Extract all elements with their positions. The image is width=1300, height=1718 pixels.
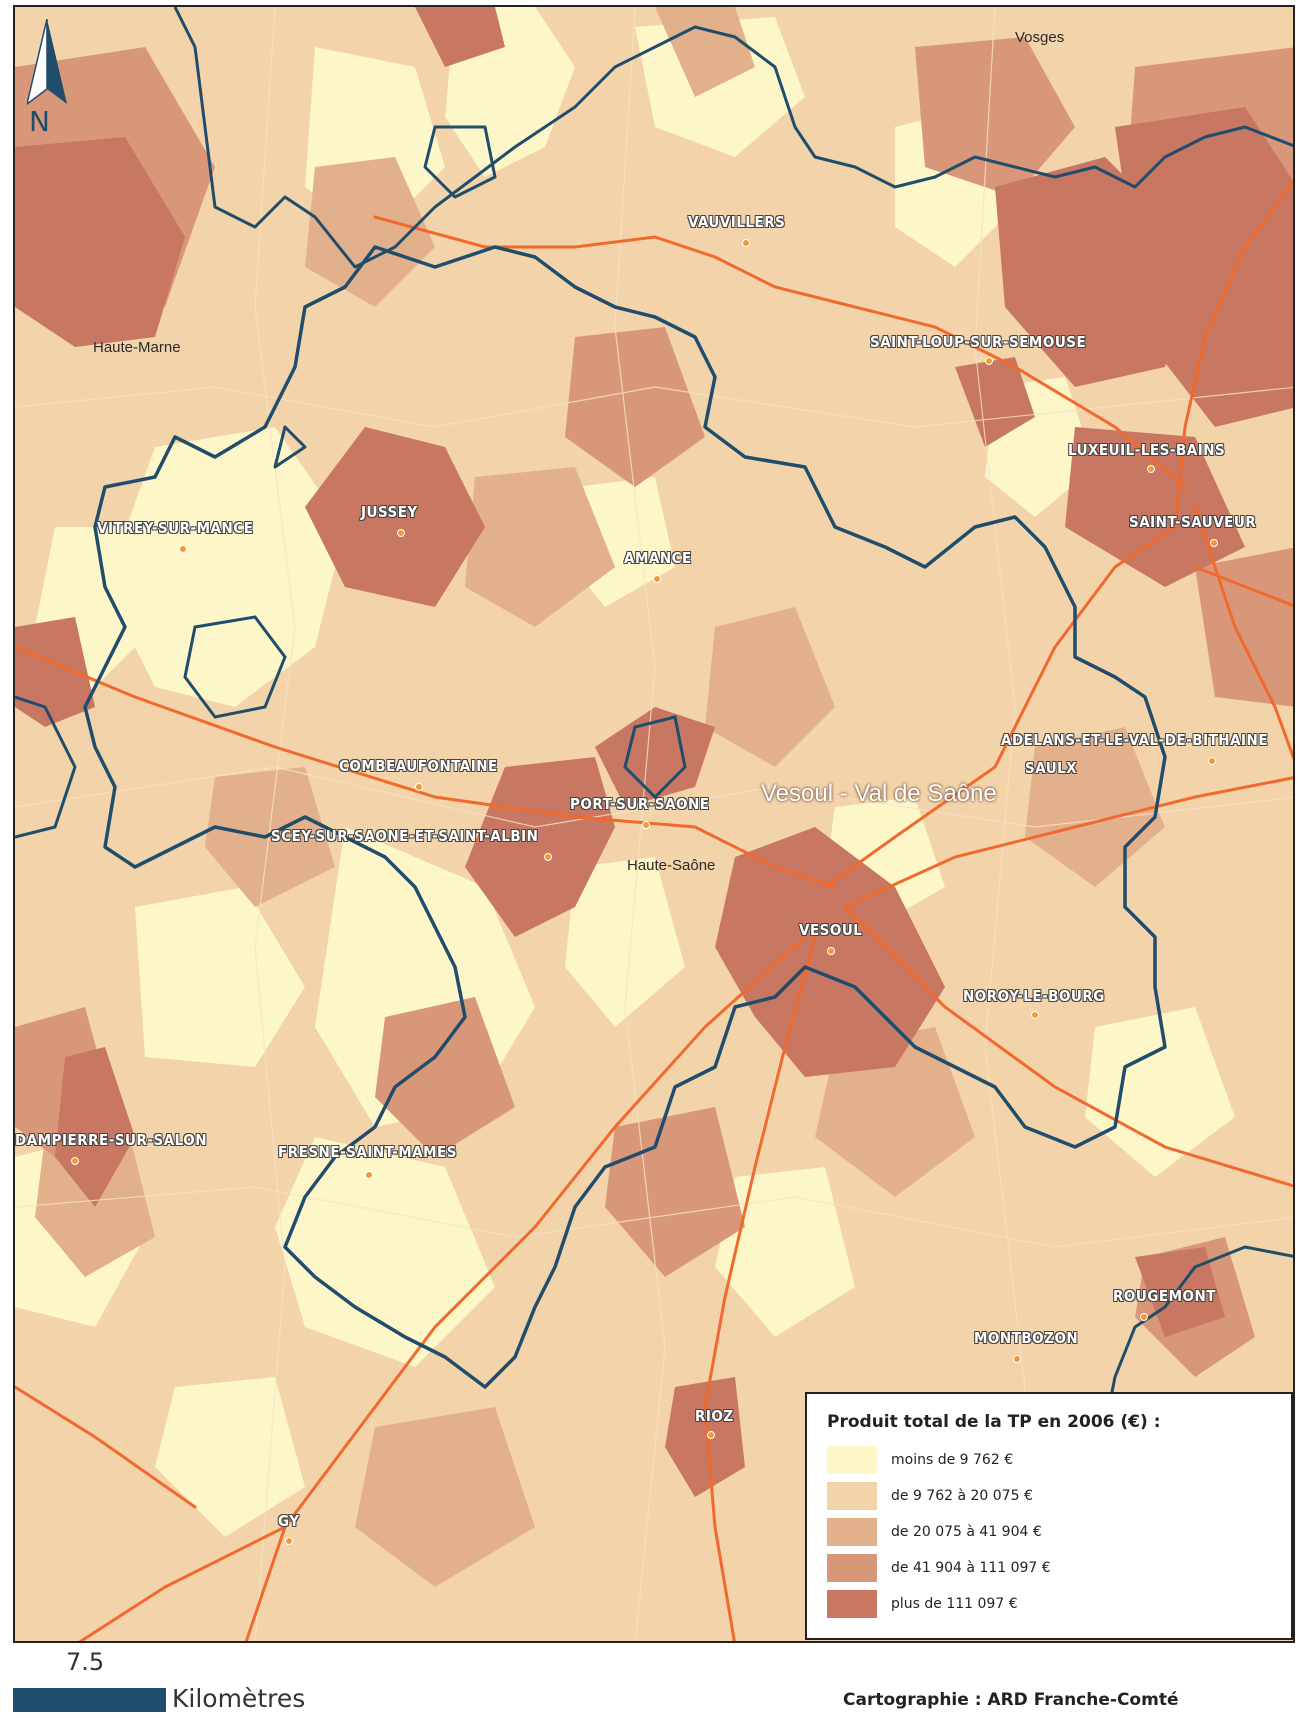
class-5-areas xyxy=(15,7,1293,1497)
place-label[interactable]: VAUVILLERS xyxy=(688,213,786,231)
legend-label: plus de 111 097 € xyxy=(891,1596,1018,1612)
epci-enclave-small xyxy=(623,715,687,800)
choropleth-map xyxy=(15,7,1293,1641)
legend-label: de 20 075 à 41 904 € xyxy=(891,1524,1042,1540)
place-dot xyxy=(179,545,187,553)
place-label[interactable]: LUXEUIL-LES-BAINS xyxy=(1068,441,1226,459)
place-label[interactable]: SCEY-SUR-SAONE-ET-SAINT-ALBIN xyxy=(271,827,539,845)
roads xyxy=(15,179,1293,1641)
place-label[interactable]: COMBEAUFONTAINE xyxy=(339,757,498,775)
class-3-areas xyxy=(35,7,1165,1587)
place-dot xyxy=(742,239,750,247)
epci-name: Vesoul - Val de Saône xyxy=(761,780,997,807)
place-dot xyxy=(985,357,993,365)
place-dot xyxy=(1147,465,1155,473)
legend-item: plus de 111 097 € xyxy=(827,1586,1291,1622)
commune-outlines xyxy=(15,7,1293,1641)
credit-text: Cartographie : ARD Franche-Comté xyxy=(843,1690,1179,1710)
place-dot xyxy=(1140,1313,1148,1321)
place-label[interactable]: AMANCE xyxy=(624,549,692,567)
place-label[interactable]: SAULX xyxy=(1025,759,1078,777)
place-dot xyxy=(397,529,405,537)
place-dot xyxy=(707,1431,715,1439)
place-dot xyxy=(285,1537,293,1545)
legend-swatch xyxy=(827,1482,877,1510)
legend-swatch xyxy=(827,1590,877,1618)
legend-swatch xyxy=(827,1518,877,1546)
scale-unit: Kilomètres xyxy=(172,1684,306,1713)
place-dot xyxy=(653,575,661,583)
epci-enclave xyxy=(183,615,287,719)
place-label[interactable]: PORT-SUR-SAONE xyxy=(570,795,710,813)
legend-swatch xyxy=(827,1446,877,1474)
legend-item: moins de 9 762 € xyxy=(827,1442,1291,1478)
place-label[interactable]: ADELANS-ET-LE-VAL-DE-BITHAINE xyxy=(1001,731,1269,749)
place-label[interactable]: JUSSEY xyxy=(361,503,418,521)
place-dot xyxy=(1031,1011,1039,1019)
place-label[interactable]: VITREY-SUR-MANCE xyxy=(97,519,254,537)
place-dot xyxy=(365,1171,373,1179)
place-label[interactable]: SAINT-LOUP-SUR-SEMOUSE xyxy=(870,333,1087,351)
place-dot xyxy=(71,1157,79,1165)
scale-bar xyxy=(13,1688,166,1712)
north-label: N xyxy=(29,105,50,138)
region-label-haute-marne: Haute-Marne xyxy=(93,339,181,356)
region-label-haute-saone: Haute-Saône xyxy=(627,857,716,874)
place-label[interactable]: SAINT-SAUVEUR xyxy=(1129,513,1257,531)
place-dot xyxy=(1208,757,1216,765)
place-label[interactable]: VESOUL xyxy=(799,921,863,939)
legend-label: moins de 9 762 € xyxy=(891,1452,1014,1468)
north-arrow-icon xyxy=(27,19,67,105)
legend-item: de 9 762 à 20 075 € xyxy=(827,1478,1291,1514)
place-dot xyxy=(544,853,552,861)
place-label[interactable]: FRESNE-SAINT-MAMES xyxy=(278,1143,458,1161)
place-dot xyxy=(642,821,650,829)
place-dot xyxy=(827,947,835,955)
legend-item: de 41 904 à 111 097 € xyxy=(827,1550,1291,1586)
place-dot xyxy=(415,783,423,791)
place-dot xyxy=(1210,539,1218,547)
legend: Produit total de la TP en 2006 (€) : moi… xyxy=(805,1392,1293,1640)
legend-item: de 20 075 à 41 904 € xyxy=(827,1514,1291,1550)
epci-boundary xyxy=(83,245,1167,1389)
place-dot xyxy=(1013,1355,1021,1363)
legend-title: Produit total de la TP en 2006 (€) : xyxy=(827,1412,1161,1432)
place-label[interactable]: ROUGEMONT xyxy=(1113,1287,1217,1305)
region-label-vosges: Vosges xyxy=(1015,29,1065,46)
legend-swatch xyxy=(827,1554,877,1582)
legend-label: de 9 762 à 20 075 € xyxy=(891,1488,1033,1504)
map-frame[interactable]: N Vosges Haute-Marne Haute-Saône Vesoul … xyxy=(13,5,1295,1643)
place-label[interactable]: RIOZ xyxy=(695,1407,734,1425)
legend-label: de 41 904 à 111 097 € xyxy=(891,1560,1051,1576)
place-label[interactable]: MONTBOZON xyxy=(974,1329,1079,1347)
place-label[interactable]: DAMPIERRE-SUR-SALON xyxy=(15,1131,207,1149)
scale-value: 7.5 xyxy=(66,1648,105,1676)
place-label[interactable]: NOROY-LE-BOURG xyxy=(963,987,1105,1005)
place-label[interactable]: GY xyxy=(278,1512,300,1530)
